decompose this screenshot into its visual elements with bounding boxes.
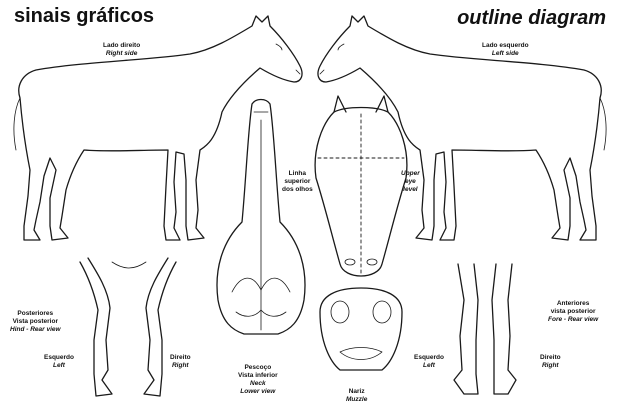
label-upper-eye-level: Upper eye level — [401, 170, 420, 194]
label-right-side: Lado direito Right side — [103, 42, 140, 58]
label-hind-right: Direito Right — [170, 354, 191, 370]
label-neck-lower-view: Pescoço Vista inferior Neck Lower view — [238, 364, 278, 396]
horse-right-side-outline — [14, 16, 302, 240]
head-front-view-outline — [315, 96, 407, 276]
label-fore-rear-view: Anteriores vista posterior Fore - Rear v… — [548, 300, 598, 324]
label-fore-left: Esquerdo Left — [414, 354, 444, 370]
muzzle-outline — [320, 288, 402, 370]
label-hind-rear-view: Posteriores Vista posterior Hind - Rear … — [10, 310, 61, 334]
hind-legs-rear-view-outline — [80, 258, 176, 396]
label-fore-right: Direito Right — [540, 354, 561, 370]
label-muzzle: Nariz Muzzle — [346, 388, 367, 404]
label-eye-line-pt: Linha superior dos olhos — [282, 170, 313, 194]
fore-legs-rear-view-outline — [454, 264, 516, 394]
label-left-side: Lado esquerdo Left side — [482, 42, 529, 58]
neck-lower-view-outline — [217, 100, 305, 335]
label-hind-left: Esquerdo Left — [44, 354, 74, 370]
